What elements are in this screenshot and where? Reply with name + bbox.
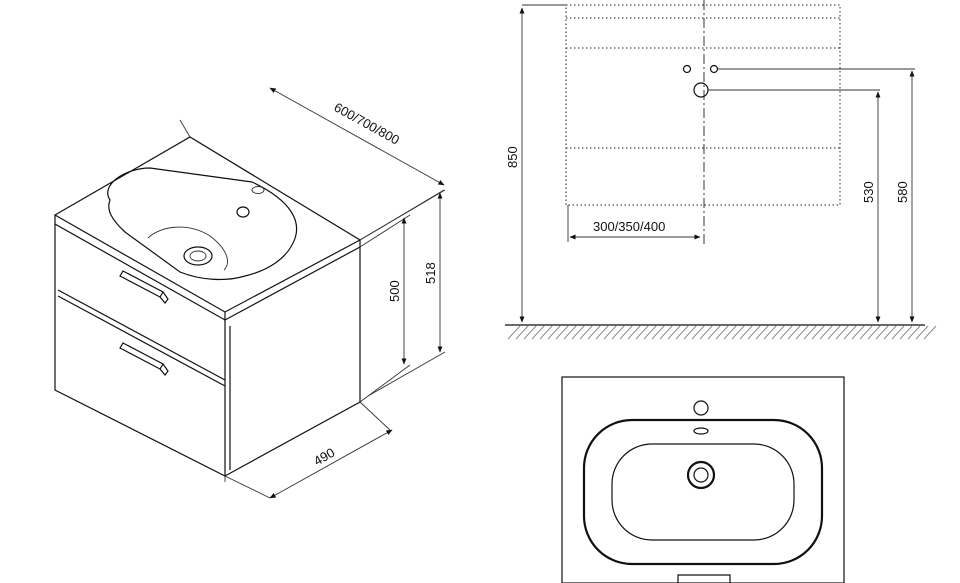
hatch-stroke <box>755 325 769 340</box>
depth-dimension-line <box>269 429 393 499</box>
hatch-stroke <box>763 325 777 340</box>
hatch-stroke <box>923 325 937 340</box>
bowl-outline <box>107 167 298 281</box>
top-view-drain-inner <box>693 467 709 483</box>
tap-hole <box>709 64 719 74</box>
hatch-stroke <box>851 325 865 340</box>
hatch-stroke <box>811 325 825 340</box>
top-view-tap-hole <box>693 400 709 416</box>
hatch-stroke <box>555 325 569 340</box>
hatch-stroke <box>643 325 657 340</box>
hatch-stroke <box>915 325 929 340</box>
drawer-handle-bottom <box>119 342 169 376</box>
drain-hole <box>693 82 709 98</box>
drain-hole-iso <box>183 246 213 266</box>
hatch-stroke <box>635 325 649 340</box>
hatch-stroke <box>675 325 689 340</box>
hatch-stroke <box>771 325 785 340</box>
hatch-stroke <box>875 325 889 340</box>
hatch-stroke <box>747 325 761 340</box>
hatch-stroke <box>699 325 713 340</box>
hatch-stroke <box>803 325 817 340</box>
hatch-stroke <box>531 325 545 340</box>
overflow-hole-left <box>682 64 692 74</box>
hatch-stroke <box>515 325 529 340</box>
hatch-stroke <box>619 325 633 340</box>
hatch-stroke <box>651 325 665 340</box>
hatch-stroke <box>795 325 809 340</box>
hatch-stroke <box>779 325 793 340</box>
floor-hatching <box>507 325 937 340</box>
hatch-stroke <box>595 325 609 340</box>
drain-offset-label: 300/350/400 <box>593 219 665 234</box>
top-view <box>561 376 845 583</box>
hatch-stroke <box>603 325 617 340</box>
tap-hole-iso <box>236 206 250 218</box>
hatch-stroke <box>547 325 561 340</box>
width-label: 600/700/800 <box>332 100 403 148</box>
cabinet-height-label: 500 <box>387 280 402 302</box>
hatch-stroke <box>539 325 553 340</box>
cabinet-side <box>224 247 361 477</box>
hatch-stroke <box>611 325 625 340</box>
hatch-stroke <box>867 325 881 340</box>
total-height-label: 518 <box>423 262 438 284</box>
hatch-stroke <box>523 325 537 340</box>
drawer-divider <box>57 289 226 381</box>
hatch-stroke <box>667 325 681 340</box>
mount-height-label: 850 <box>505 146 520 168</box>
isometric-view: 600/700/800 500 518 490 <box>53 87 446 499</box>
hatch-stroke <box>571 325 585 340</box>
hatch-stroke <box>827 325 841 340</box>
basin-top-outline <box>53 136 362 313</box>
drain-height-label: 530 <box>861 181 876 203</box>
hatch-stroke <box>883 325 897 340</box>
hatch-stroke <box>627 325 641 340</box>
basin-top-view-outline <box>561 376 845 583</box>
depth-label: 490 <box>311 445 337 469</box>
cabinet-outline-dotted <box>565 4 841 206</box>
hatch-stroke <box>691 325 705 340</box>
hatch-stroke <box>507 325 521 340</box>
basin-top-thickness <box>54 215 361 321</box>
hatch-stroke <box>659 325 673 340</box>
hatch-stroke <box>835 325 849 340</box>
hatch-stroke <box>723 325 737 340</box>
top-view-drain-outer <box>686 460 716 490</box>
drawer-handle-top <box>119 270 169 304</box>
top-view-overflow <box>693 427 709 435</box>
hatch-stroke <box>859 325 873 340</box>
basin-bowl-inner <box>611 443 795 541</box>
hatch-stroke <box>707 325 721 340</box>
width-dimension-line <box>269 87 445 186</box>
hatch-stroke <box>899 325 913 340</box>
hatch-stroke <box>787 325 801 340</box>
hatch-stroke <box>563 325 577 340</box>
front-elevation-view: 850 530 580 300/350/400 <box>505 0 937 340</box>
bowl-inner <box>147 226 228 271</box>
basin-bowl-outer <box>582 418 824 566</box>
hatch-stroke <box>843 325 857 340</box>
hatch-stroke <box>819 325 833 340</box>
hatch-stroke <box>683 325 697 340</box>
hatch-stroke <box>731 325 745 340</box>
hatch-stroke <box>739 325 753 340</box>
cabinet-front <box>54 224 226 477</box>
hatch-stroke <box>891 325 905 340</box>
hatch-stroke <box>587 325 601 340</box>
hatch-stroke <box>715 325 729 340</box>
hatch-stroke <box>579 325 593 340</box>
tap-height-label: 580 <box>895 181 910 203</box>
hatch-stroke <box>907 325 921 340</box>
